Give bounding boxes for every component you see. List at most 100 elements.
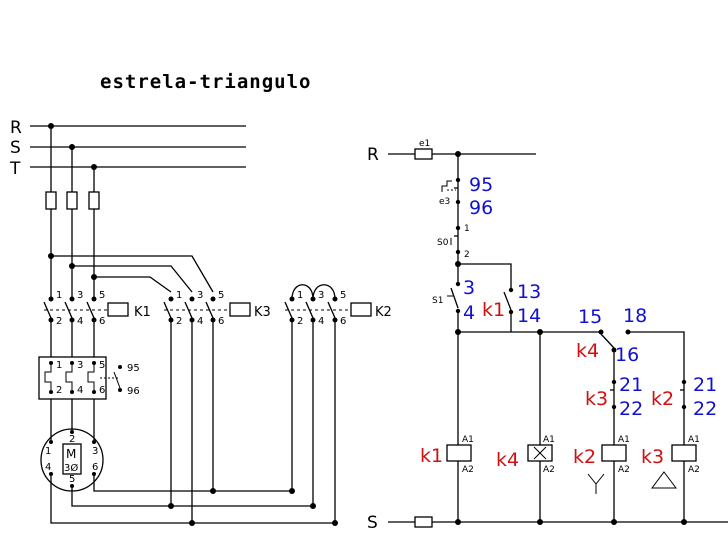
svg-text:96: 96: [127, 386, 140, 397]
contactor-k1-label: K1: [134, 305, 151, 320]
svg-text:4: 4: [45, 462, 51, 473]
fuse-s: [66, 191, 78, 210]
svg-text:A2: A2: [688, 465, 700, 475]
fuse-t: [88, 191, 100, 210]
contactor-k3-label: K3: [254, 305, 271, 320]
svg-text:S0: S0: [437, 238, 449, 248]
svg-text:3: 3: [463, 277, 475, 299]
control-circuit: R S e1 e3 95 96: [367, 139, 728, 533]
fuse-e1: [414, 148, 433, 160]
svg-text:1: 1: [176, 290, 182, 301]
svg-text:k3: k3: [585, 388, 608, 410]
contactor-k2-contacts: 1 3 5 2 4 6 K2: [284, 284, 392, 327]
power-circuit: R S T: [9, 118, 392, 526]
fuse-r: [45, 191, 57, 210]
line-label-r: R: [10, 118, 22, 138]
svg-text:5: 5: [69, 474, 75, 485]
svg-text:3Ø: 3Ø: [64, 462, 78, 474]
overload-contact-e3: e3 95 96: [439, 154, 493, 219]
svg-text:14: 14: [517, 305, 541, 327]
svg-text:k1: k1: [482, 299, 505, 321]
svg-text:95: 95: [127, 363, 140, 374]
svg-text:16: 16: [615, 344, 639, 366]
svg-text:k2: k2: [651, 388, 674, 410]
svg-text:6: 6: [99, 385, 105, 396]
control-line-s-label: S: [367, 513, 378, 533]
svg-text:22: 22: [693, 398, 717, 420]
svg-text:A1: A1: [462, 435, 474, 445]
svg-text:1: 1: [56, 290, 62, 301]
line-label-s: S: [10, 138, 21, 158]
svg-text:S1: S1: [432, 296, 443, 306]
svg-text:1: 1: [297, 290, 303, 301]
coil-k1: A1 A2 k1: [420, 435, 474, 475]
svg-text:5: 5: [218, 290, 224, 301]
svg-text:3: 3: [77, 290, 83, 301]
svg-text:6: 6: [218, 316, 224, 327]
svg-text:4: 4: [463, 302, 475, 324]
svg-text:3: 3: [92, 446, 98, 457]
svg-text:2: 2: [297, 316, 303, 327]
svg-text:21: 21: [619, 374, 643, 396]
motor: M 3Ø 2 1 3 4 6 5: [40, 428, 104, 492]
svg-text:1: 1: [45, 446, 51, 457]
svg-text:5: 5: [340, 290, 346, 301]
overload-relay: 1 3 5 2 4 6 95 96: [38, 356, 140, 400]
svg-text:2: 2: [56, 316, 62, 327]
contactor-k1-contacts: 1 3 5 2 4 6 K1: [43, 290, 151, 327]
svg-text:4: 4: [77, 385, 83, 396]
diagram-title: estrela-triangulo: [100, 71, 311, 93]
svg-text:95: 95: [469, 174, 493, 196]
svg-text:5: 5: [99, 360, 105, 371]
coil-k3: A1 A2 k3: [641, 435, 700, 489]
svg-text:k2: k2: [573, 446, 596, 468]
svg-text:2: 2: [56, 385, 62, 396]
star-symbol-icon: [587, 473, 605, 494]
svg-text:21: 21: [693, 374, 717, 396]
svg-text:k1: k1: [420, 445, 443, 467]
coil-k4: A1 A2 k4: [496, 435, 555, 475]
coil-k2: A1 A2 k2: [573, 435, 630, 494]
svg-text:3: 3: [197, 290, 203, 301]
svg-text:2: 2: [69, 434, 75, 445]
contactor-k2-label: K2: [375, 305, 392, 320]
svg-text:A2: A2: [543, 465, 555, 475]
svg-text:96: 96: [469, 197, 493, 219]
svg-text:A1: A1: [618, 435, 630, 445]
svg-text:A2: A2: [618, 465, 630, 475]
svg-text:18: 18: [623, 305, 647, 327]
svg-text:22: 22: [619, 398, 643, 420]
start-button-s1: S1 3 4: [432, 277, 475, 324]
control-line-r-label: R: [367, 145, 379, 165]
svg-text:A2: A2: [462, 465, 474, 475]
svg-text:3: 3: [77, 360, 83, 371]
svg-text:2: 2: [176, 316, 182, 327]
svg-text:4: 4: [77, 316, 83, 327]
delta-symbol-icon: [651, 471, 677, 489]
svg-text:e1: e1: [419, 139, 430, 149]
contactor-k3-contacts: 1 3 5 2 4 6 K3: [163, 290, 271, 327]
svg-text:1: 1: [464, 224, 470, 234]
svg-text:4: 4: [318, 316, 324, 327]
svg-text:A1: A1: [543, 435, 555, 445]
svg-text:4: 4: [197, 316, 203, 327]
k1-aux-contact: k1 13 14: [482, 281, 541, 327]
svg-text:6: 6: [340, 316, 346, 327]
line-label-t: T: [9, 159, 21, 179]
svg-text:6: 6: [92, 462, 98, 473]
svg-text:e3: e3: [439, 197, 450, 207]
svg-text:M: M: [66, 447, 76, 461]
svg-text:2: 2: [464, 250, 470, 260]
timer-contact-k4: 15 18 k4 16: [576, 305, 647, 366]
stop-button-s0: S0 1 2: [437, 224, 470, 260]
svg-text:1: 1: [56, 360, 62, 371]
svg-text:13: 13: [517, 281, 541, 303]
svg-text:A1: A1: [688, 435, 700, 445]
svg-text:k4: k4: [496, 449, 519, 471]
svg-text:3: 3: [318, 290, 324, 301]
svg-text:5: 5: [99, 290, 105, 301]
interlock-contact-k3: k3 21 22: [585, 374, 643, 420]
svg-text:k3: k3: [641, 446, 664, 468]
svg-text:15: 15: [578, 306, 602, 328]
